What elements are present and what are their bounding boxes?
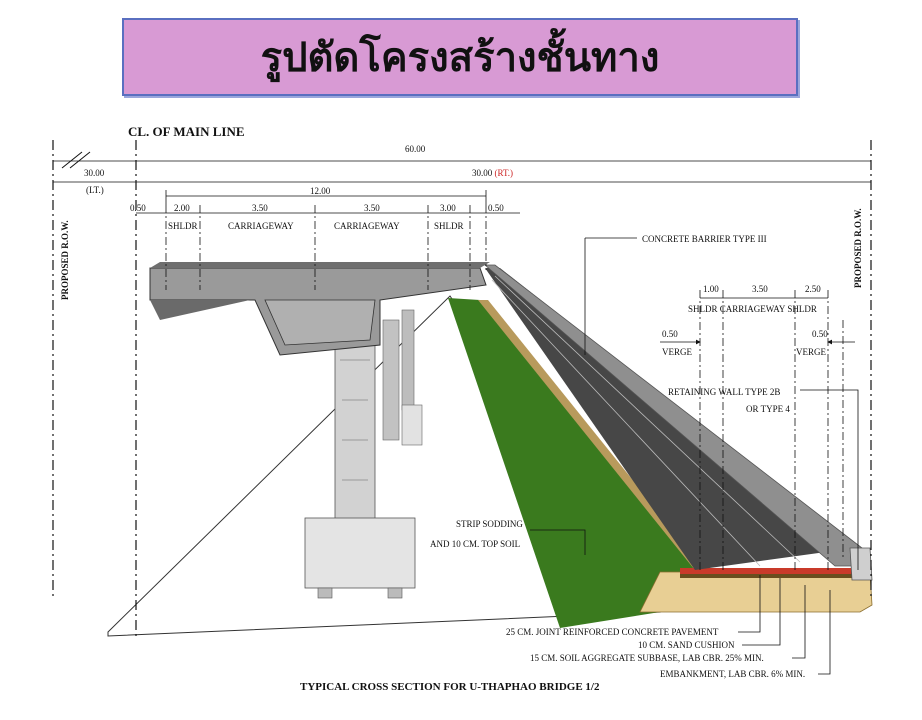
dim-250: 2.50 bbox=[805, 284, 821, 294]
ground-row-labels: SHLDR CARRIAGEWAY SHLDR bbox=[688, 304, 817, 314]
main-line-label: CL. OF MAIN LINE bbox=[128, 124, 245, 139]
left-marker: (LT.) bbox=[86, 185, 104, 195]
break-mark bbox=[61, 151, 83, 169]
left-half-label: 30.00 bbox=[84, 168, 105, 178]
layer-1-label: 25 CM. JOINT REINFORCED CONCRETE PAVEMEN… bbox=[506, 627, 719, 637]
dim-050-v2: 0.50 bbox=[812, 329, 828, 339]
dim-100: 1.00 bbox=[703, 284, 719, 294]
deck-wing bbox=[150, 300, 250, 320]
dim-050-right: 0.50 bbox=[488, 203, 504, 213]
sand-cushion-layer bbox=[680, 574, 870, 578]
pavement-layer-red bbox=[680, 568, 870, 574]
row-right-label: PROPOSED R.O.W. bbox=[853, 208, 863, 288]
verge-right-label: VERGE bbox=[796, 347, 826, 357]
dim-300: 3.00 bbox=[440, 203, 456, 213]
barrier-label: CONCRETE BARRIER TYPE III bbox=[642, 234, 767, 244]
shldr-right-label: SHLDR bbox=[434, 221, 464, 231]
row-left-label: PROPOSED R.O.W. bbox=[60, 220, 70, 300]
pier-column bbox=[334, 344, 376, 546]
pier-texture bbox=[340, 359, 370, 521]
verge-left-label: VERGE bbox=[662, 347, 692, 357]
deck-top bbox=[150, 262, 490, 268]
pile bbox=[387, 587, 403, 599]
soil-edge bbox=[478, 300, 705, 574]
total-width-label: 60.00 bbox=[405, 144, 426, 154]
dim-050-v1: 0.50 bbox=[662, 329, 678, 339]
break-mark bbox=[69, 151, 91, 169]
page-title: รูปตัดโครงสร้างชั้นทาง bbox=[260, 35, 660, 81]
lane-line bbox=[494, 275, 801, 563]
pier-footing-far bbox=[401, 404, 423, 446]
caption: TYPICAL CROSS SECTION FOR U-THAPHAO BRID… bbox=[300, 681, 600, 693]
layer-3-label: 15 CM. SOIL AGGREGATE SUBBASE, LAB CBR. … bbox=[530, 653, 764, 663]
retaining-wall bbox=[849, 547, 873, 581]
grass-slope bbox=[448, 298, 700, 628]
right-half-label: 30.00 (RT.) bbox=[472, 168, 513, 178]
deck-width-label: 12.00 bbox=[310, 186, 331, 196]
box-girder-void bbox=[264, 299, 376, 346]
lane-line bbox=[491, 279, 761, 567]
sod-label-2: AND 10 CM. TOP SOIL bbox=[430, 539, 520, 549]
wall-label-1: RETAINING WALL TYPE 2B bbox=[668, 387, 780, 397]
shldr-left-label: SHLDR bbox=[168, 221, 198, 231]
wall-label-2: OR TYPE 4 bbox=[746, 404, 790, 414]
dim-200: 2.00 bbox=[174, 203, 190, 213]
layer-4-label: EMBANKMENT, LAB CBR. 6% MIN. bbox=[660, 669, 805, 679]
dim-350-a: 3.50 bbox=[252, 203, 268, 213]
carriageway-b-label: CARRIAGEWAY bbox=[334, 221, 400, 231]
pile bbox=[317, 587, 333, 599]
pile-cap bbox=[304, 517, 416, 589]
pier-far bbox=[401, 309, 415, 411]
layer-2-label: 10 CM. SAND CUSHION bbox=[638, 640, 735, 650]
sod-label-1: STRIP SODDING bbox=[456, 519, 523, 529]
dim-350-c: 3.50 bbox=[752, 284, 768, 294]
pier-mid bbox=[382, 319, 400, 441]
dim-350-b: 3.50 bbox=[364, 203, 380, 213]
title-banner: รูปตัดโครงสร้างชั้นทาง bbox=[122, 18, 798, 96]
dim-050-left: 0.50 bbox=[130, 203, 146, 213]
carriageway-a-label: CARRIAGEWAY bbox=[228, 221, 294, 231]
